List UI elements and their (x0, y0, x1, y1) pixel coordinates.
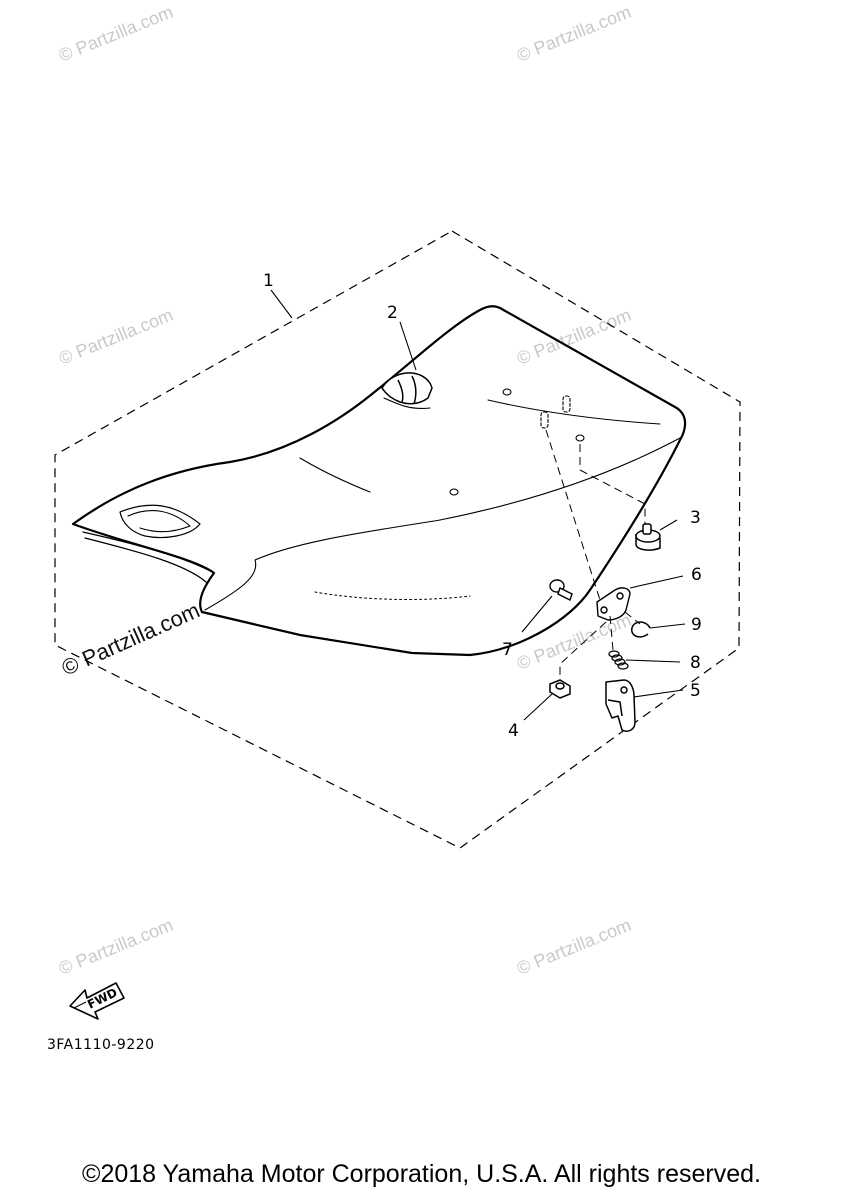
leader-lines (270, 289, 686, 721)
watermark: © Partzilla.com (56, 915, 176, 979)
callouts: 1 2 3 4 5 6 7 8 9 (263, 271, 702, 741)
callout-3: 3 (690, 508, 701, 528)
callout-2: 2 (387, 303, 398, 323)
callout-9: 9 (691, 615, 702, 635)
callout-8: 8 (690, 653, 701, 673)
bolt (549, 579, 573, 601)
callout-1: 1 (263, 271, 274, 291)
nut (549, 679, 571, 699)
diagram-code: 3FA1110-9220 (47, 1037, 155, 1053)
fwd-arrow-icon: FWD (69, 982, 125, 1020)
watermark: © Partzilla.com (514, 305, 634, 369)
callout-6: 6 (691, 565, 702, 585)
watermark: © Partzilla.com (514, 2, 634, 66)
watermark: © Partzilla.com (56, 305, 176, 369)
damper-part (635, 523, 661, 551)
callout-4: 4 (508, 721, 519, 741)
lock-bracket (596, 587, 631, 621)
watermark: © Partzilla.com (56, 2, 176, 66)
copyright-notice: ©2018 Yamaha Motor Corporation, U.S.A. A… (82, 1160, 761, 1188)
callout-7: 7 (502, 640, 513, 660)
assembly-lines (545, 429, 646, 678)
watermark-dark: © Partzilla.com (58, 597, 204, 680)
spring (608, 650, 629, 670)
clip-ring (631, 621, 651, 638)
assembly-boundary (54, 230, 741, 849)
seat-body (71, 305, 687, 657)
watermarks: © Partzilla.com © Partzilla.com © Partzi… (56, 2, 634, 979)
lock-plate (605, 679, 636, 732)
callout-5: 5 (690, 681, 701, 701)
watermark: © Partzilla.com (514, 915, 634, 979)
seat-strap (381, 372, 433, 405)
